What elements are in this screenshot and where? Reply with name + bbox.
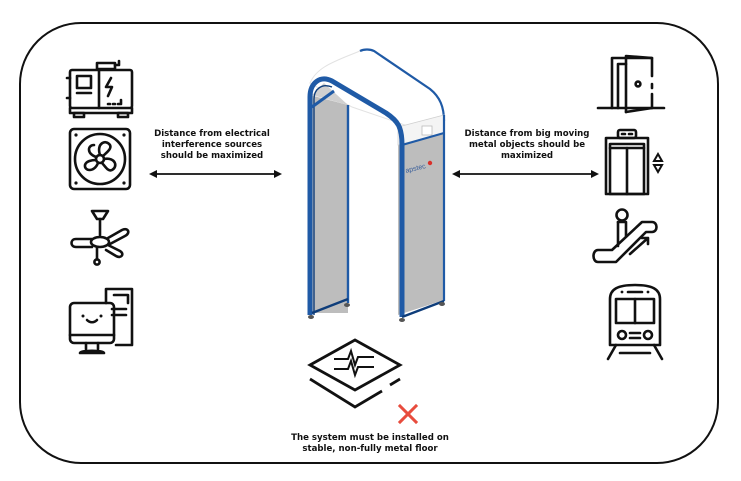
computer-icon bbox=[68, 287, 134, 355]
train-icon bbox=[606, 283, 664, 361]
floor-vibration-icon bbox=[307, 338, 403, 409]
portal-left-panel bbox=[310, 95, 348, 313]
escalator-icon bbox=[592, 208, 658, 264]
caption-line: maximized bbox=[500, 151, 554, 161]
exhaust-fan-icon bbox=[68, 127, 132, 191]
portal-logo: apstec bbox=[405, 163, 427, 175]
electrical-interference-caption: Distance from electrical interference so… bbox=[142, 129, 282, 162]
caption-line: Distance from big moving bbox=[464, 129, 590, 139]
prohibited-x-icon bbox=[397, 403, 419, 425]
moving-metal-caption: Distance from big moving metal objects s… bbox=[452, 129, 602, 162]
portal-blue-frame bbox=[307, 76, 405, 317]
floor-caption: The system must be installed on stable, … bbox=[270, 433, 470, 455]
caption-line: The system must be installed on bbox=[291, 433, 449, 443]
caption-line: stable, non-fully metal floor bbox=[302, 444, 438, 454]
caption-line: interference sources bbox=[161, 140, 263, 150]
portal-display bbox=[421, 125, 433, 136]
ceiling-fan-icon bbox=[70, 209, 130, 266]
door-icon bbox=[596, 54, 666, 114]
caption-line: metal objects should be bbox=[468, 140, 586, 150]
caption-line: Distance from electrical bbox=[154, 129, 270, 139]
right-double-arrow bbox=[452, 170, 599, 178]
diagram-frame bbox=[19, 22, 719, 464]
generator-icon bbox=[65, 59, 134, 119]
portal-scanner: apstec bbox=[307, 48, 446, 322]
caption-line: should be maximized bbox=[160, 151, 264, 161]
elevator-icon bbox=[604, 128, 664, 196]
left-double-arrow bbox=[149, 170, 282, 178]
portal-right-panel bbox=[398, 133, 444, 315]
